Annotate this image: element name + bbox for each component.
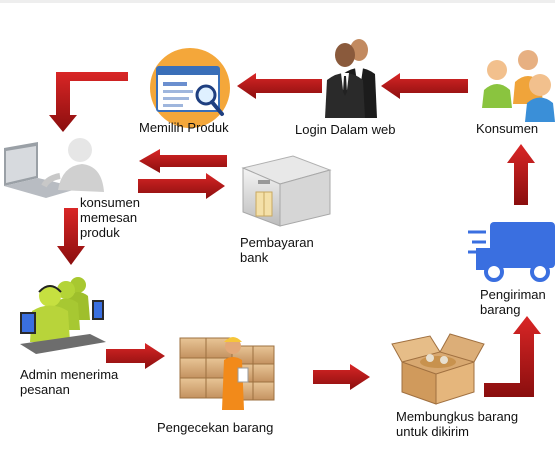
person-laptop-icon xyxy=(4,138,104,198)
warehouse-worker-icon xyxy=(179,337,275,410)
web-browser-search-icon xyxy=(150,48,230,128)
bank-building-icon xyxy=(241,155,332,227)
label-bungkus: Membungkus barang untuk dikirim xyxy=(396,409,519,439)
top-border xyxy=(0,0,555,3)
label-login: Login Dalam web xyxy=(295,122,396,137)
label-memesan: konsumen memesan produk xyxy=(80,195,140,240)
call-center-icon xyxy=(20,277,106,354)
delivery-truck-icon xyxy=(468,222,555,282)
arrow-memesan-to-bank xyxy=(138,173,225,199)
label-kirim: Pengiriman barang xyxy=(480,287,546,317)
label-konsumen: Konsumen xyxy=(476,121,539,136)
arrow-memilih-to-memesan xyxy=(49,72,128,132)
arrow-cek-to-bungkus xyxy=(313,364,370,390)
label-cek: Pengecekan barang xyxy=(157,420,274,435)
open-box-icon xyxy=(391,333,485,405)
arrow-memesan-to-admin xyxy=(57,208,85,265)
arrow-kirim-to-konsumen xyxy=(507,144,535,205)
arrow-admin-to-cek xyxy=(106,343,165,369)
arrow-bungkus-to-kirim xyxy=(484,316,541,397)
arrow-konsumen-to-login xyxy=(381,73,468,99)
label-admin: Admin menerima pesanan xyxy=(20,367,119,397)
arrow-login-to-memilih xyxy=(237,73,322,99)
arrow-bank-to-memesan xyxy=(139,149,227,173)
label-memilih: Memilih Produk xyxy=(139,120,229,135)
businessmen-icon xyxy=(325,39,377,118)
people-icon xyxy=(482,50,555,122)
label-bank: Pembayaran bank xyxy=(240,235,314,265)
